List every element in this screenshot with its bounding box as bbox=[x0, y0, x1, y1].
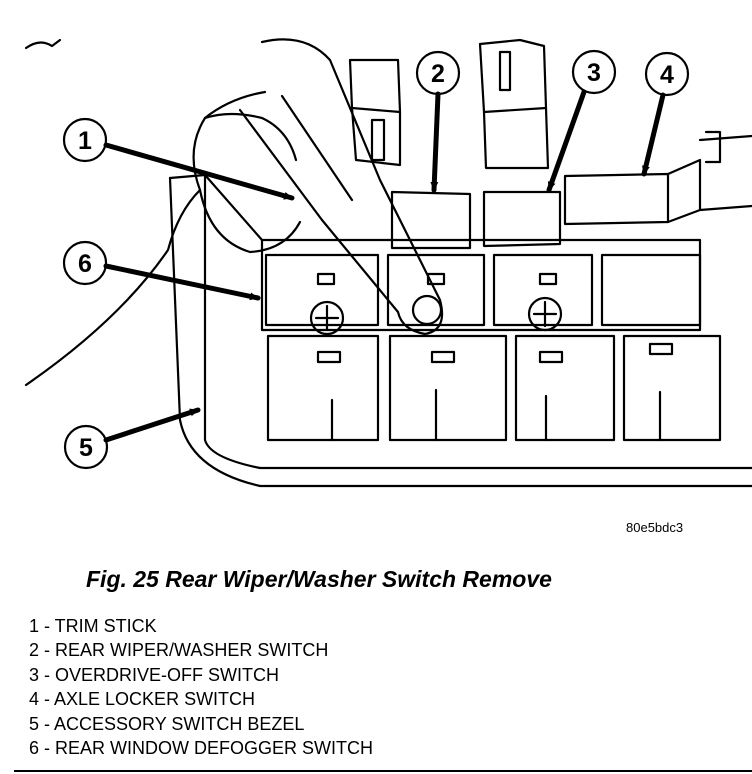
callout-3: 3 bbox=[587, 59, 601, 87]
legend-item: 3 - OVERDRIVE-OFF SWITCH bbox=[29, 664, 280, 685]
callout-1-circle bbox=[62, 117, 108, 163]
callout-5-circle bbox=[63, 424, 109, 470]
leader-2 bbox=[430, 91, 441, 193]
rear-wiper-switch-body bbox=[390, 190, 472, 250]
callout-6-circle bbox=[62, 240, 108, 286]
callout-5: 5 bbox=[79, 434, 93, 462]
figure-caption: Fig. 25 Rear Wiper/Washer Switch Remove bbox=[86, 566, 552, 592]
callout-2: 2 bbox=[431, 60, 445, 88]
legend-item: 6 - REAR WINDOW DEFOGGER SWITCH bbox=[29, 738, 373, 759]
callout-4: 4 bbox=[660, 61, 674, 89]
trim-stick bbox=[238, 38, 444, 336]
legend-item: 2 - REAR WIPER/WASHER SWITCH bbox=[29, 640, 329, 661]
leader-4 bbox=[641, 92, 666, 177]
figure-code: 80e5bdc3 bbox=[626, 520, 684, 535]
axle-locker-switch-body bbox=[563, 172, 670, 226]
legend-item: 4 - AXLE LOCKER SWITCH bbox=[29, 689, 256, 710]
callout-1: 1 bbox=[78, 127, 92, 155]
bottom-rule bbox=[14, 770, 752, 772]
screw-right bbox=[527, 296, 563, 332]
legend-item: 1 - TRIM STICK bbox=[29, 616, 157, 636]
switch-removal-illustration: 1 2 3 4 5 6 bbox=[24, 38, 752, 488]
callout-6: 6 bbox=[78, 250, 92, 278]
screw-left bbox=[309, 300, 345, 336]
leader-5 bbox=[103, 407, 201, 443]
leader-3 bbox=[546, 89, 587, 193]
overdrive-switch-body bbox=[482, 190, 562, 248]
leader-1 bbox=[103, 142, 295, 201]
legend-list: 1 - TRIM STICK 2 - REAR WIPER/WASHER SWI… bbox=[29, 614, 373, 760]
leader-6 bbox=[103, 263, 261, 301]
callout-4-circle bbox=[644, 51, 690, 97]
hand-outline bbox=[24, 90, 267, 387]
callout-3-circle bbox=[571, 49, 617, 95]
legend-item: 5 - ACCESSORY SWITCH BEZEL bbox=[29, 713, 305, 734]
bezel-outline bbox=[168, 173, 752, 470]
